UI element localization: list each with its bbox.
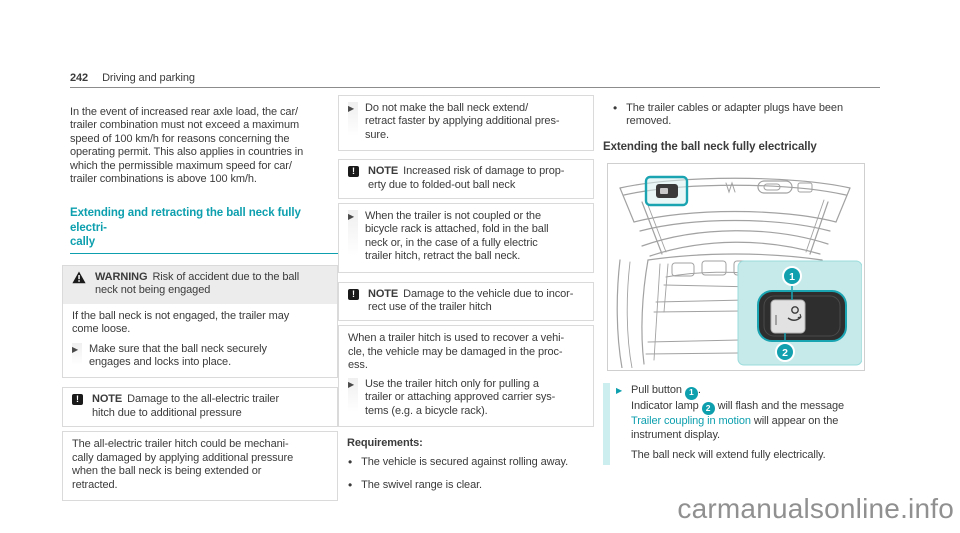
note1-title-box: NOTE Damage to the all-electric trailer … [62,387,338,428]
action-arrow-icon [348,377,365,418]
header-rule [70,87,880,88]
requirement-item: The vehicle is secured against rolling a… [338,456,594,470]
tailgate-illustration: 1 2 [607,163,865,372]
requirement-text: The trailer cables or adapter plugs have… [626,102,843,128]
note-icon [348,166,359,178]
bullet-icon [348,479,352,493]
note1-action-text: Do not make the ball neck extend/ retrac… [365,102,560,141]
warning-action: Make sure that the ball neck securely en… [72,342,328,370]
note1-title: NOTE Damage to the all-electric trailer … [92,393,280,419]
callout-2-inline: 2 [701,402,715,415]
note2-body-box: When the trailer is not coupled or the b… [338,203,594,273]
intro-paragraph: In the event of increased rear axle load… [70,106,304,186]
column-3: The trailer cables or adapter plugs have… [603,94,865,466]
action-arrow-icon [348,210,365,264]
trailer-hitch-icon [787,306,802,322]
note3-action-text: Use the trailer hitch only for pulling a… [365,377,556,417]
warning-title: WARNING Risk of accident due to the ball… [95,271,300,297]
tailgate-button-highlight [644,176,689,207]
note3-body-text: When a trailer hitch is used to recover … [348,332,565,372]
requirements-heading: Requirements: [347,436,423,449]
step-text-part: will appear on the [750,415,839,427]
action-arrow-icon [348,102,365,143]
callout-2-badge: 2 [775,342,795,363]
step-text-part: Pull button [631,384,685,397]
procedure-subheading: Extending the ball neck fully electrical… [603,140,817,153]
column-1: In the event of increased rear axle load… [62,94,338,501]
bullet-icon [613,102,617,129]
note3-title: NOTE Damage to the vehicle due to incor-… [368,287,574,314]
note2-title: NOTE Increased risk of damage to prop- e… [368,165,565,191]
note2-group: NOTE Increased risk of damage to prop- e… [338,159,594,273]
callout-1-inline: 1 [684,386,698,400]
inset-zoom-panel: 1 2 [737,260,863,366]
step-text-part: . [697,384,701,397]
note-icon [72,394,83,406]
column-2: Do not make the ball neck extend/ retrac… [338,94,594,493]
requirement-text: The vehicle is secured against rolling a… [361,456,569,469]
warning-body: If the ball neck is not engaged, the tra… [63,304,337,378]
note3-body-box: When a trailer hitch is used to recover … [338,325,594,427]
step-text-part: instrument display. [631,428,720,441]
warning-body-text: If the ball neck is not engaged, the tra… [72,309,290,336]
warning-title-row: WARNING Risk of accident due to the ball… [63,266,337,304]
note1-body-text: The all-electric trailer hitch could be … [72,438,294,491]
action-arrow-icon [72,342,89,370]
svg-text:2: 2 [782,347,788,359]
note-icon [348,288,359,300]
callout-1-badge: 1 [782,266,802,287]
note1-body-box: The all-electric trailer hitch could be … [62,431,338,501]
note2-action: When the trailer is not coupled or the b… [348,210,584,264]
requirement-text: The swivel range is clear. [361,478,483,491]
procedure-step: Pull button 1. Indicator lamp 2 will fla… [603,383,865,466]
note3-title-box: NOTE Damage to the vehicle due to incor-… [338,281,594,322]
page-header: 242 Driving and parking [70,72,195,85]
note1-continuation-box: Do not make the ball neck extend/ retrac… [338,95,594,152]
section-heading: Extending and retracting the ball neck f… [70,206,338,255]
watermark: carmanualsonline.info [677,493,954,524]
step-result: The ball neck will extend fully electric… [631,448,826,461]
note3-action: Use the trailer hitch only for pulling a… [348,377,584,418]
step-text-part: will flash and the message [714,399,845,412]
step-arrow-icon [616,384,631,442]
note3-group: NOTE Damage to the vehicle due to incor-… [338,281,594,427]
warning-icon [72,271,86,284]
bullet-icon [348,456,352,470]
note2-title-box: NOTE Increased risk of damage to prop- e… [338,159,594,200]
display-message-link[interactable]: Trailer coupling in motion [631,415,751,427]
warning-action-text: Make sure that the ball neck securely en… [89,342,267,369]
step-text: Pull button 1. Indicator lamp 2 will fla… [631,384,844,442]
requirement-item: The swivel range is clear. [338,479,594,493]
chapter-title: Driving and parking [102,72,195,84]
warning-box: WARNING Risk of accident due to the ball… [62,265,338,379]
note1-action: Do not make the ball neck extend/ retrac… [348,102,584,143]
tailgate-line-art: 1 2 [616,176,863,369]
requirement-item: The trailer cables or adapter plugs have… [603,102,865,129]
step-text-part: Indicator lamp [631,399,702,412]
page-number: 242 [70,72,89,84]
pull-button [770,299,806,334]
svg-text:1: 1 [789,271,795,283]
note1-group: NOTE Damage to the all-electric trailer … [62,387,338,501]
note2-action-text: When the trailer is not coupled or the b… [365,210,549,263]
